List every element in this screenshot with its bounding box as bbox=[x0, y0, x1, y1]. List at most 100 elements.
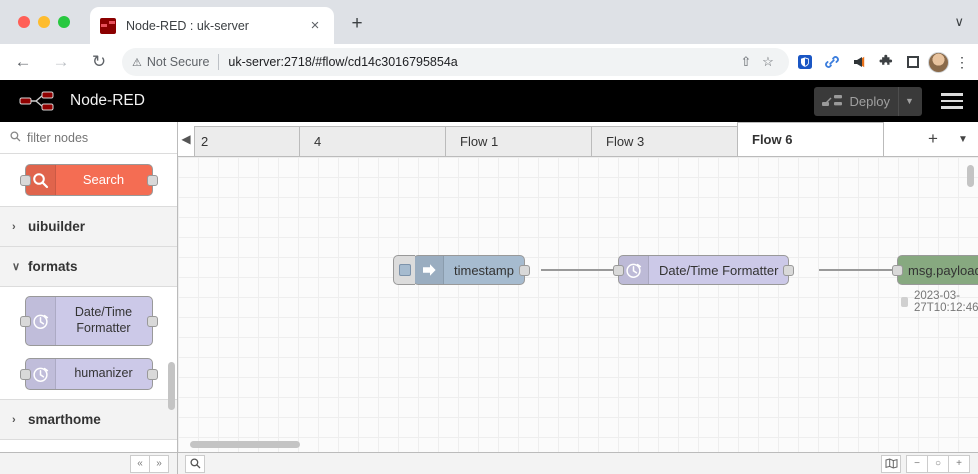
filter-nodes-input[interactable] bbox=[27, 130, 147, 145]
flow-tab-4[interactable]: 4 bbox=[299, 126, 446, 156]
search-flows-button[interactable] bbox=[185, 454, 205, 473]
canvas-node-label: msg.payload bbox=[908, 262, 978, 278]
reload-button[interactable]: ↻ bbox=[91, 52, 107, 71]
canvas-node-timestamp[interactable]: timestamp bbox=[393, 255, 530, 285]
palette-scrollbar[interactable] bbox=[168, 362, 175, 410]
flow-tab-flow-1[interactable]: Flow 1 bbox=[445, 126, 592, 156]
chevron-down-icon[interactable]: ▼ bbox=[898, 86, 920, 116]
tabs-scroll-left-icon[interactable]: ◀ bbox=[181, 132, 191, 146]
workspace: ◀ 2 4 Flow 1 Flow 3 Flow 6 + ▼ bbox=[178, 122, 978, 452]
canvas-node-label: timestamp bbox=[454, 262, 514, 278]
palette-node-datetime-formatter[interactable]: Date/Time Formatter bbox=[19, 296, 158, 346]
collapse-all-button[interactable]: « bbox=[130, 454, 150, 473]
node-output-port[interactable] bbox=[146, 368, 158, 380]
flow-tab-label: 4 bbox=[314, 134, 322, 149]
deploy-button[interactable]: Deploy ▼ bbox=[813, 86, 922, 116]
filter-nodes-row[interactable] bbox=[0, 122, 177, 154]
node-output-port[interactable] bbox=[518, 264, 530, 276]
palette-category-smarthome[interactable]: › smarthome bbox=[0, 400, 177, 440]
deploy-icon bbox=[821, 93, 844, 109]
node-input-port[interactable] bbox=[613, 264, 624, 276]
close-icon[interactable]: × bbox=[310, 16, 320, 34]
palette-node-label: humanizer bbox=[74, 366, 133, 381]
status-bar-left-tools bbox=[178, 454, 882, 473]
puzzle-icon[interactable] bbox=[874, 50, 898, 74]
chevron-down-icon[interactable]: ∨ bbox=[954, 14, 964, 29]
canvas-node-label: Date/Time Formatter bbox=[659, 262, 779, 278]
shield-icon[interactable] bbox=[793, 50, 817, 74]
megaphone-icon[interactable] bbox=[847, 50, 871, 74]
flow-tabbar: ◀ 2 4 Flow 1 Flow 3 Flow 6 + ▼ bbox=[178, 122, 978, 157]
zoom-controls: − ○ + bbox=[906, 454, 970, 473]
node-input-port[interactable] bbox=[19, 315, 31, 327]
palette-category-label: smarthome bbox=[28, 412, 101, 427]
back-button[interactable]: ← bbox=[14, 52, 32, 71]
expand-all-button[interactable]: » bbox=[149, 454, 169, 473]
new-tab-button[interactable]: + bbox=[351, 13, 363, 34]
inject-trigger-button[interactable] bbox=[393, 255, 415, 285]
palette-category-uibuilder[interactable]: › uibuilder bbox=[0, 207, 177, 247]
flow-tab-label: Flow 1 bbox=[460, 134, 499, 149]
flow-list-menu-icon[interactable]: ▼ bbox=[958, 133, 968, 145]
search-icon bbox=[10, 130, 21, 145]
square-icon[interactable] bbox=[901, 50, 925, 74]
chevron-down-icon: ∨ bbox=[12, 261, 21, 273]
palette-node-label: Date/Time Formatter bbox=[74, 305, 133, 335]
add-flow-button[interactable]: + bbox=[928, 129, 938, 148]
palette-node-search[interactable]: Search bbox=[19, 164, 158, 196]
share-icon[interactable]: ⇧ bbox=[740, 54, 752, 69]
node-output-port[interactable] bbox=[146, 174, 158, 186]
chevron-right-icon: › bbox=[12, 220, 16, 233]
canvas-vertical-scrollbar[interactable] bbox=[967, 165, 974, 187]
security-label[interactable]: Not Secure bbox=[146, 55, 210, 69]
zoom-in-button[interactable]: + bbox=[948, 454, 970, 473]
link-icon[interactable] bbox=[820, 50, 844, 74]
palette-node-humanizer[interactable]: humanizer bbox=[19, 358, 158, 390]
zoom-reset-button[interactable]: ○ bbox=[927, 454, 949, 473]
bookmark-star-icon[interactable]: ☆ bbox=[762, 54, 774, 69]
tabbar-actions: + ▼ bbox=[883, 122, 978, 156]
navigator-map-icon[interactable] bbox=[881, 454, 901, 473]
main-menu-icon[interactable] bbox=[932, 93, 972, 109]
magnifier-icon bbox=[25, 165, 56, 195]
node-red-logo-icon bbox=[18, 89, 62, 113]
forward-button[interactable]: → bbox=[52, 52, 70, 71]
browser-menu-icon[interactable]: ⋮ bbox=[955, 53, 969, 70]
status-dot-icon bbox=[901, 297, 908, 307]
flow-tab-flow-3[interactable]: Flow 3 bbox=[591, 126, 738, 156]
node-input-port[interactable] bbox=[19, 368, 31, 380]
node-output-port[interactable] bbox=[146, 315, 158, 327]
avatar[interactable] bbox=[928, 51, 949, 73]
minimize-window-button[interactable] bbox=[38, 16, 50, 28]
status-bar: « » − ○ + bbox=[0, 452, 978, 474]
browser-tab[interactable]: Node-RED : uk-server × bbox=[90, 7, 334, 44]
palette-node-label: Search bbox=[82, 171, 125, 187]
zoom-out-button[interactable]: − bbox=[906, 454, 928, 473]
flow-tab-label: 2 bbox=[201, 134, 209, 149]
debug-node-status: 2023-03-27T10:12:46.986Z bbox=[901, 290, 978, 314]
palette-category-formats[interactable]: ∨ formats bbox=[0, 247, 177, 287]
debug-status-text: 2023-03-27T10:12:46.986Z bbox=[913, 290, 978, 314]
flow-canvas[interactable]: timestamp Date/Time Formatter msg.payloa… bbox=[178, 157, 978, 452]
canvas-node-datetime-formatter[interactable]: Date/Time Formatter bbox=[613, 255, 795, 285]
flow-tab-2[interactable]: 2 bbox=[194, 126, 300, 156]
node-output-port[interactable] bbox=[783, 264, 795, 276]
extension-icons: ⋮ bbox=[793, 50, 978, 74]
node-input-port[interactable] bbox=[19, 174, 31, 186]
warning-icon: ⚠ bbox=[132, 56, 142, 69]
chevron-right-icon: › bbox=[12, 413, 16, 426]
wire-formatter-to-debug bbox=[819, 269, 898, 271]
address-bar[interactable]: ⚠ Not Secure uk-server:2718/#flow/cd14c3… bbox=[122, 48, 789, 76]
window-traffic-lights bbox=[18, 16, 70, 28]
url-text[interactable]: uk-server:2718/#flow/cd14c3016795854a bbox=[228, 55, 458, 69]
maximize-window-button[interactable] bbox=[58, 16, 70, 28]
canvas-node-debug[interactable]: msg.payload bbox=[892, 255, 978, 285]
main-area: Search › uibuilder ∨ formats Date/Time bbox=[0, 122, 978, 452]
palette-category-label: formats bbox=[28, 259, 78, 274]
node-input-port[interactable] bbox=[892, 264, 903, 276]
canvas-horizontal-scrollbar[interactable] bbox=[190, 441, 300, 448]
close-window-button[interactable] bbox=[18, 16, 30, 28]
flow-tab-flow-6[interactable]: Flow 6 bbox=[737, 122, 884, 156]
deploy-label: Deploy bbox=[849, 93, 890, 109]
